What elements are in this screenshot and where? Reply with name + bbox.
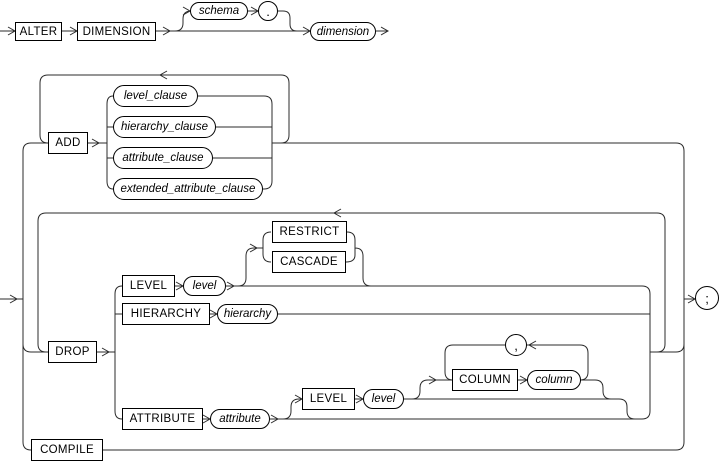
variable-level-attribute: level: [363, 389, 404, 409]
terminal-comma: ,: [505, 334, 527, 356]
keyword-column: COLUMN: [452, 369, 518, 391]
clause-hierarchy-clause: hierarchy_clause: [113, 116, 216, 138]
arrow-right-icons: [7, 6, 697, 424]
clause-extended-attribute-clause: extended_attribute_clause: [113, 178, 263, 200]
keyword-alter: ALTER: [15, 22, 62, 41]
rail-add-group: [39, 74, 685, 190]
keyword-drop: DROP: [48, 341, 97, 363]
rail-trunk: [0, 142, 48, 451]
keyword-attribute: ATTRIBUTE: [122, 408, 203, 430]
rail-top-row: [0, 10, 388, 32]
variable-hierarchy: hierarchy: [217, 304, 278, 324]
variable-dimension: dimension: [310, 22, 376, 41]
terminal-period: .: [258, 1, 278, 21]
clause-attribute-clause: attribute_clause: [113, 147, 213, 169]
keyword-level-drop: LEVEL: [122, 275, 175, 297]
keyword-hierarchy: HIERARCHY: [122, 303, 210, 325]
keyword-add: ADD: [48, 132, 88, 154]
keyword-cascade: CASCADE: [272, 251, 346, 273]
rail-drop-group: [37, 212, 685, 420]
keyword-compile: COMPILE: [31, 439, 103, 461]
keyword-dimension: DIMENSION: [77, 22, 156, 41]
variable-schema: schema: [190, 2, 248, 20]
clause-level-clause: level_clause: [113, 85, 198, 107]
keyword-restrict: RESTRICT: [272, 221, 347, 243]
keyword-level-attribute: LEVEL: [302, 388, 355, 410]
arrow-left-icons: [158, 70, 537, 350]
variable-attribute: attribute: [210, 409, 270, 429]
rail-exit: [103, 151, 695, 451]
variable-level-drop: level: [183, 276, 226, 296]
terminal-semicolon: ;: [695, 286, 719, 310]
variable-column: column: [527, 370, 581, 390]
